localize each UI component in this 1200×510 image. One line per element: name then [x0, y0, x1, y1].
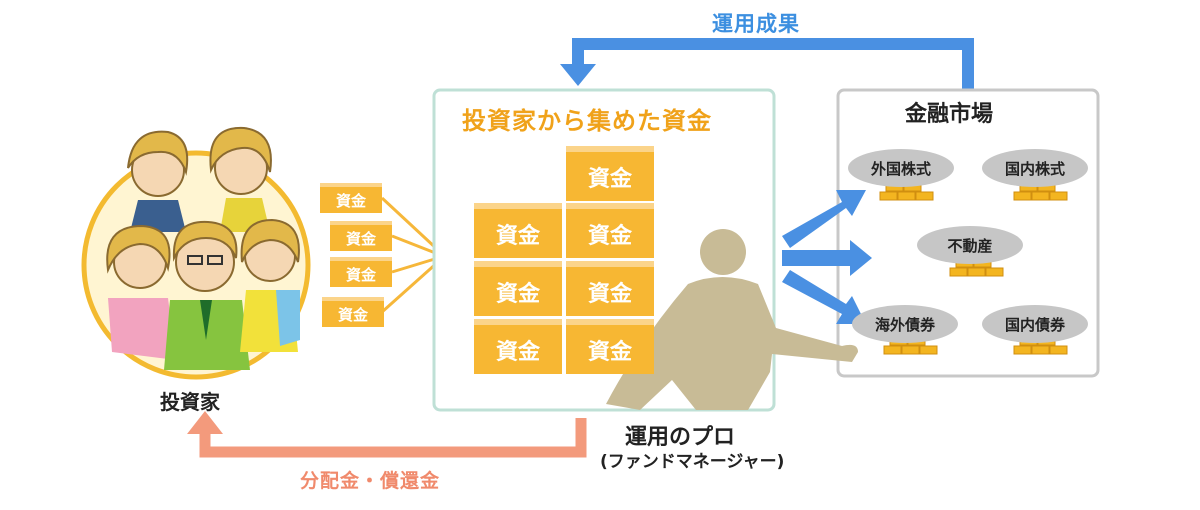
- asset-domestic-stocks: 国内株式: [982, 149, 1088, 187]
- fund-block: 資金: [566, 261, 654, 316]
- gold-bar: [1049, 345, 1068, 355]
- fund-block: 資金: [566, 203, 654, 258]
- gold-bar: [879, 191, 898, 201]
- fund-block: 資金: [474, 203, 562, 258]
- asset-domestic-bonds: 国内債券: [982, 305, 1088, 343]
- investment-result-arrow: [560, 38, 974, 90]
- fund-manager-silhouette: [606, 229, 858, 410]
- gold-bar: [897, 191, 916, 201]
- fund-block-small: 資金: [330, 221, 392, 251]
- investment-result-label: 運用成果: [712, 12, 800, 36]
- gold-bar: [919, 345, 938, 355]
- distribution-label: 分配金・償還金: [300, 470, 441, 492]
- fund-block: 資金: [474, 319, 562, 374]
- asset-foreign-stocks: 外国株式: [848, 149, 954, 187]
- investment-arrows: [782, 190, 872, 324]
- market-title: 金融市場: [905, 102, 994, 127]
- fund-manager-sublabel: (ファンドマネージャー): [600, 452, 785, 472]
- gold-bar: [985, 267, 1004, 277]
- investor-group-illustration: [81, 126, 311, 380]
- gold-bar: [883, 345, 902, 355]
- fund-block: 資金: [566, 319, 654, 374]
- gold-bar: [1031, 345, 1050, 355]
- gold-bar: [1013, 191, 1032, 201]
- fund-block-small: 資金: [320, 183, 382, 213]
- fund-inflow-arrows: [380, 196, 440, 314]
- gold-bar: [1013, 345, 1032, 355]
- fund-block-small: 資金: [330, 257, 392, 287]
- gold-bar: [901, 345, 920, 355]
- investor-label: 投資家: [160, 390, 220, 414]
- fund-block: 資金: [474, 261, 562, 316]
- gold-bar: [1031, 191, 1050, 201]
- asset-foreign-bonds: 海外債券: [852, 305, 958, 343]
- asset-real-estate: 不動産: [917, 226, 1023, 264]
- fund-block-small: 資金: [322, 297, 384, 327]
- gold-bar: [967, 267, 986, 277]
- distribution-arrow: [187, 411, 587, 458]
- gold-bar: [949, 267, 968, 277]
- gold-bar: [915, 191, 934, 201]
- fund-pool-title: 投資家から集めた資金: [462, 107, 712, 135]
- fund-block: 資金: [566, 146, 654, 201]
- fund-manager-label: 運用のプロ: [625, 425, 736, 450]
- gold-bar: [1049, 191, 1068, 201]
